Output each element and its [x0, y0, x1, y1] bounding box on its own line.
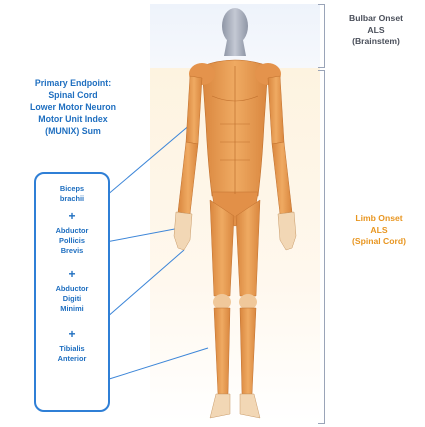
right-lower-leg: [240, 308, 256, 394]
left-thigh: [210, 200, 234, 296]
plus-sign: +: [36, 328, 108, 340]
neck-shape: [224, 40, 246, 56]
left-forearm: [178, 142, 198, 214]
muscle-list-box: Biceps brachii + Abductor Pollicis Brevi…: [34, 172, 110, 412]
human-muscle-figure: [150, 4, 320, 422]
left-hand: [174, 212, 192, 250]
right-thigh: [236, 200, 260, 296]
left-upper-arm: [186, 76, 202, 144]
left-lower-leg: [214, 308, 230, 394]
plus-sign: +: [36, 268, 108, 280]
muscle-abductor-digiti-minimi: Abductor Digiti Minimi: [36, 284, 108, 314]
right-knee: [239, 294, 257, 310]
left-knee: [213, 294, 231, 310]
left-foot: [210, 394, 230, 418]
right-foot: [240, 394, 260, 418]
head-shape: [222, 8, 248, 44]
right-upper-arm: [268, 76, 284, 144]
right-hand: [278, 212, 296, 250]
right-forearm: [272, 142, 292, 214]
muscle-abductor-pollicis-brevis: Abductor Pollicis Brevis: [36, 226, 108, 256]
plus-sign: +: [36, 210, 108, 222]
muscle-biceps-brachii: Biceps brachii: [36, 184, 108, 204]
muscle-tibialis-anterior: Tibialis Anterior: [36, 344, 108, 364]
